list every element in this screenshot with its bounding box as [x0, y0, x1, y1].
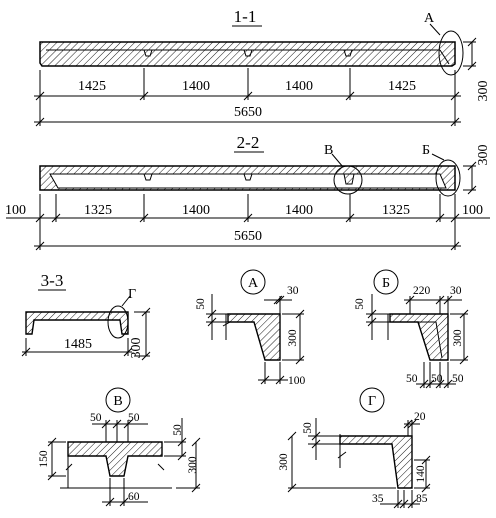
detail-v: В 50 50 50 150 300 60	[38, 387, 201, 507]
detail-g-d5: 35	[372, 493, 384, 505]
section-3-3: 3-3 Г 1485 300	[21, 271, 151, 361]
total-2-2: 5650	[234, 229, 262, 244]
detail-b-label: Б	[382, 276, 390, 291]
detail-a-d4: 100	[288, 375, 306, 387]
detail-b-d5: 50	[406, 373, 418, 385]
detail-g-d1: 50	[302, 422, 314, 434]
dim-2-2-c: 1400	[182, 203, 210, 218]
detail-g: Г 50 20 300 140 35 85	[278, 387, 431, 509]
detail-b-d3: 30	[450, 285, 462, 297]
detail-v-d1: 50	[90, 412, 102, 424]
dim-2-2-a: 100	[5, 203, 26, 218]
detail-v-d4: 150	[38, 450, 50, 468]
detail-b-d1: 50	[354, 298, 366, 310]
detail-g-d4: 140	[415, 465, 427, 483]
detail-b: Б 50 220 30 300 50 50 50	[354, 269, 469, 389]
detail-b-d4: 300	[452, 329, 464, 347]
detail-g-d2: 20	[414, 411, 426, 423]
height-300-2-2: 300	[476, 145, 491, 166]
width-3-3: 1485	[64, 337, 92, 352]
total-1-1: 5650	[234, 105, 262, 120]
callout-v-2-2: В	[324, 143, 333, 158]
detail-a-d3: 300	[287, 329, 299, 347]
detail-v-d6: 60	[128, 491, 140, 503]
callout-a-1-1: А	[424, 11, 435, 26]
dim-2-2-b: 1325	[84, 203, 112, 218]
dim-2-2-e: 1325	[382, 203, 410, 218]
dim-1-1-c: 1400	[285, 79, 313, 94]
section-2-2-title: 2-2	[237, 133, 260, 152]
detail-a: А 50 30 300 100	[195, 269, 306, 387]
dim-2-2-f: 100	[462, 203, 483, 218]
dim-1-1-b: 1400	[182, 79, 210, 94]
section-3-3-title: 3-3	[41, 271, 64, 290]
detail-a-label: А	[248, 276, 259, 291]
detail-a-d2: 30	[287, 285, 299, 297]
detail-g-d3: 300	[278, 453, 290, 471]
section-2-2: 2-2 В Б 300 10	[5, 133, 491, 251]
detail-v-label: В	[113, 394, 122, 409]
detail-v-d2: 50	[128, 412, 140, 424]
height-3-3: 300	[129, 338, 144, 359]
dim-1-1-a: 1425	[78, 79, 106, 94]
section-1-1-title: 1-1	[234, 7, 257, 26]
callout-g-3-3: Г	[128, 287, 136, 302]
detail-b-d2: 220	[413, 285, 431, 297]
dim-2-2-d: 1400	[285, 203, 313, 218]
detail-v-d5: 300	[187, 456, 199, 474]
height-300-1-1: 300	[476, 81, 491, 102]
callout-b-2-2: Б	[422, 143, 430, 158]
detail-g-d6: 85	[416, 493, 428, 505]
detail-a-d1: 50	[195, 298, 207, 310]
detail-v-d3: 50	[172, 424, 184, 436]
detail-g-label: Г	[368, 394, 376, 409]
detail-b-d6: 50	[431, 373, 443, 385]
detail-b-d7: 50	[452, 373, 464, 385]
dim-1-1-d: 1425	[388, 79, 416, 94]
beam-1-1	[39, 41, 456, 67]
section-1-1: 1-1 А 300 1425 1400 1400	[34, 7, 491, 127]
slab-3-3	[25, 311, 129, 335]
